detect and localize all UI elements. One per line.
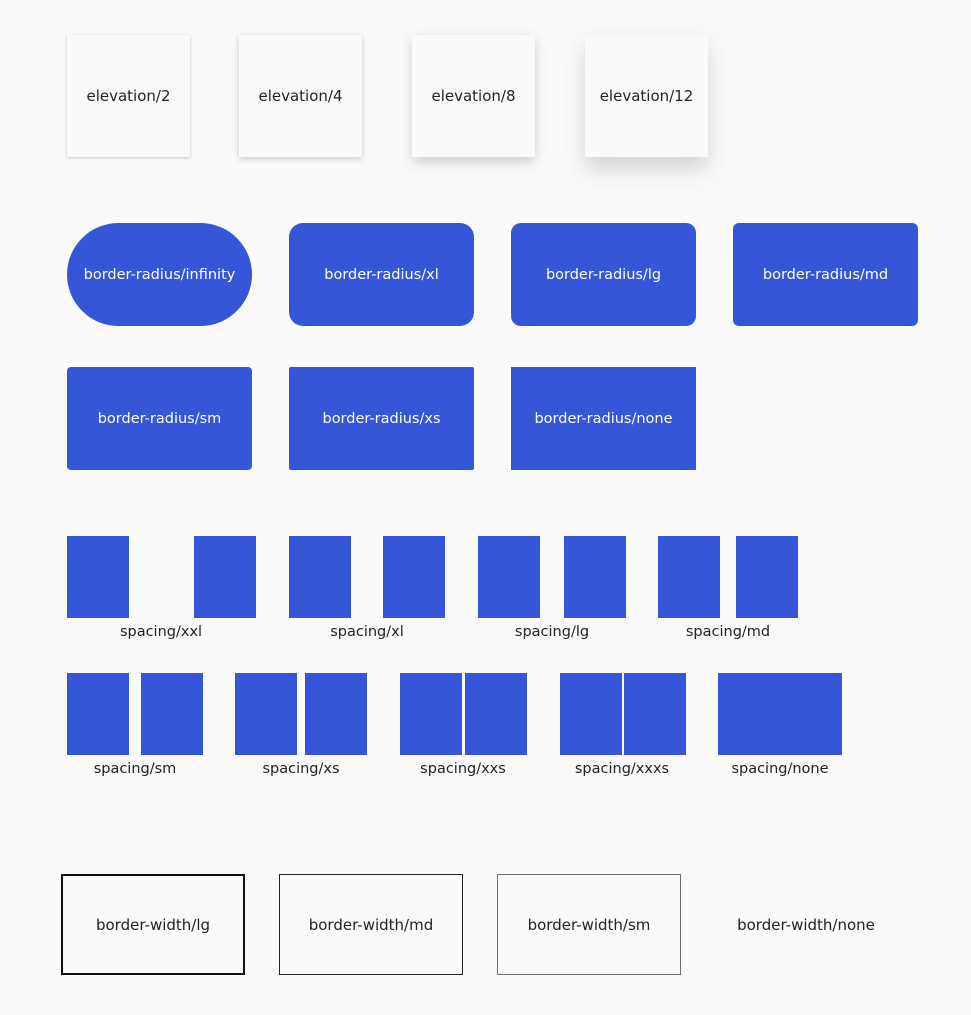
border-radius-none-box: border-radius/none [511,367,696,470]
spacing-xxxs-block-left [560,673,622,755]
border-width-sm-label: border-width/sm [527,915,651,934]
elevation-2-label: elevation/2 [86,87,171,105]
spacing-xxxs-label: spacing/xxxs [574,761,670,777]
spacing-md-label: spacing/md [685,624,771,640]
spacing-xxl-block-left [67,536,129,618]
border-width-none-label: border-width/none [737,915,875,934]
elevation-8-label: elevation/8 [431,87,516,105]
spacing-xl-block-right [383,536,445,618]
elevation-2-card: elevation/2 [67,35,190,157]
border-radius-xl-box: border-radius/xl [289,223,474,326]
elevation-12-card: elevation/12 [585,35,708,157]
spacing-xl-block-left [289,536,351,618]
spacing-md-block-left [658,536,720,618]
border-radius-md-box: border-radius/md [733,223,918,326]
spacing-md-block-right [736,536,798,618]
border-width-sm-box: border-width/sm [497,874,681,975]
spacing-xxxs-block-right [624,673,686,755]
spacing-lg-label: spacing/lg [514,624,590,640]
spacing-xxs-block-right [465,673,527,755]
spacing-xl-label: spacing/xl [330,624,404,640]
border-width-md-label: border-width/md [308,915,434,934]
spacing-none-label: spacing/none [731,761,829,777]
spacing-lg-block-left [478,536,540,618]
border-radius-xs-box: border-radius/xs [289,367,474,470]
border-radius-xs-label: border-radius/xs [322,410,441,427]
border-radius-infinity-box: border-radius/infinity [67,223,252,326]
spacing-xxl-label: spacing/xxl [119,624,203,640]
elevation-12-label: elevation/12 [599,87,694,105]
border-width-md-box: border-width/md [279,874,463,975]
border-radius-lg-box: border-radius/lg [511,223,696,326]
spacing-xs-block-right [305,673,367,755]
border-radius-lg-label: border-radius/lg [545,266,662,283]
spacing-none-block-right [780,673,842,755]
spacing-sm-block-right [141,673,203,755]
spacing-xs-block-left [235,673,297,755]
spacing-lg-block-right [564,536,626,618]
spacing-xs-label: spacing/xs [262,761,340,777]
border-radius-md-label: border-radius/md [762,266,889,283]
spacing-xxl-block-right [194,536,256,618]
border-width-none-box: border-width/none [714,874,898,975]
border-width-lg-box: border-width/lg [61,874,245,975]
elevation-4-label: elevation/4 [258,87,343,105]
border-radius-sm-label: border-radius/sm [97,410,222,427]
spacing-none-block-left [718,673,780,755]
elevation-8-card: elevation/8 [412,35,535,157]
spacing-sm-label: spacing/sm [93,761,177,777]
border-radius-infinity-label: border-radius/infinity [83,266,236,283]
spacing-sm-block-left [67,673,129,755]
spacing-xxs-block-left [400,673,462,755]
border-width-lg-label: border-width/lg [95,915,211,934]
border-radius-xl-label: border-radius/xl [324,266,439,283]
border-radius-none-label: border-radius/none [534,410,673,427]
elevation-4-card: elevation/4 [239,35,362,157]
border-radius-sm-box: border-radius/sm [67,367,252,470]
spacing-xxs-label: spacing/xxs [420,761,506,777]
